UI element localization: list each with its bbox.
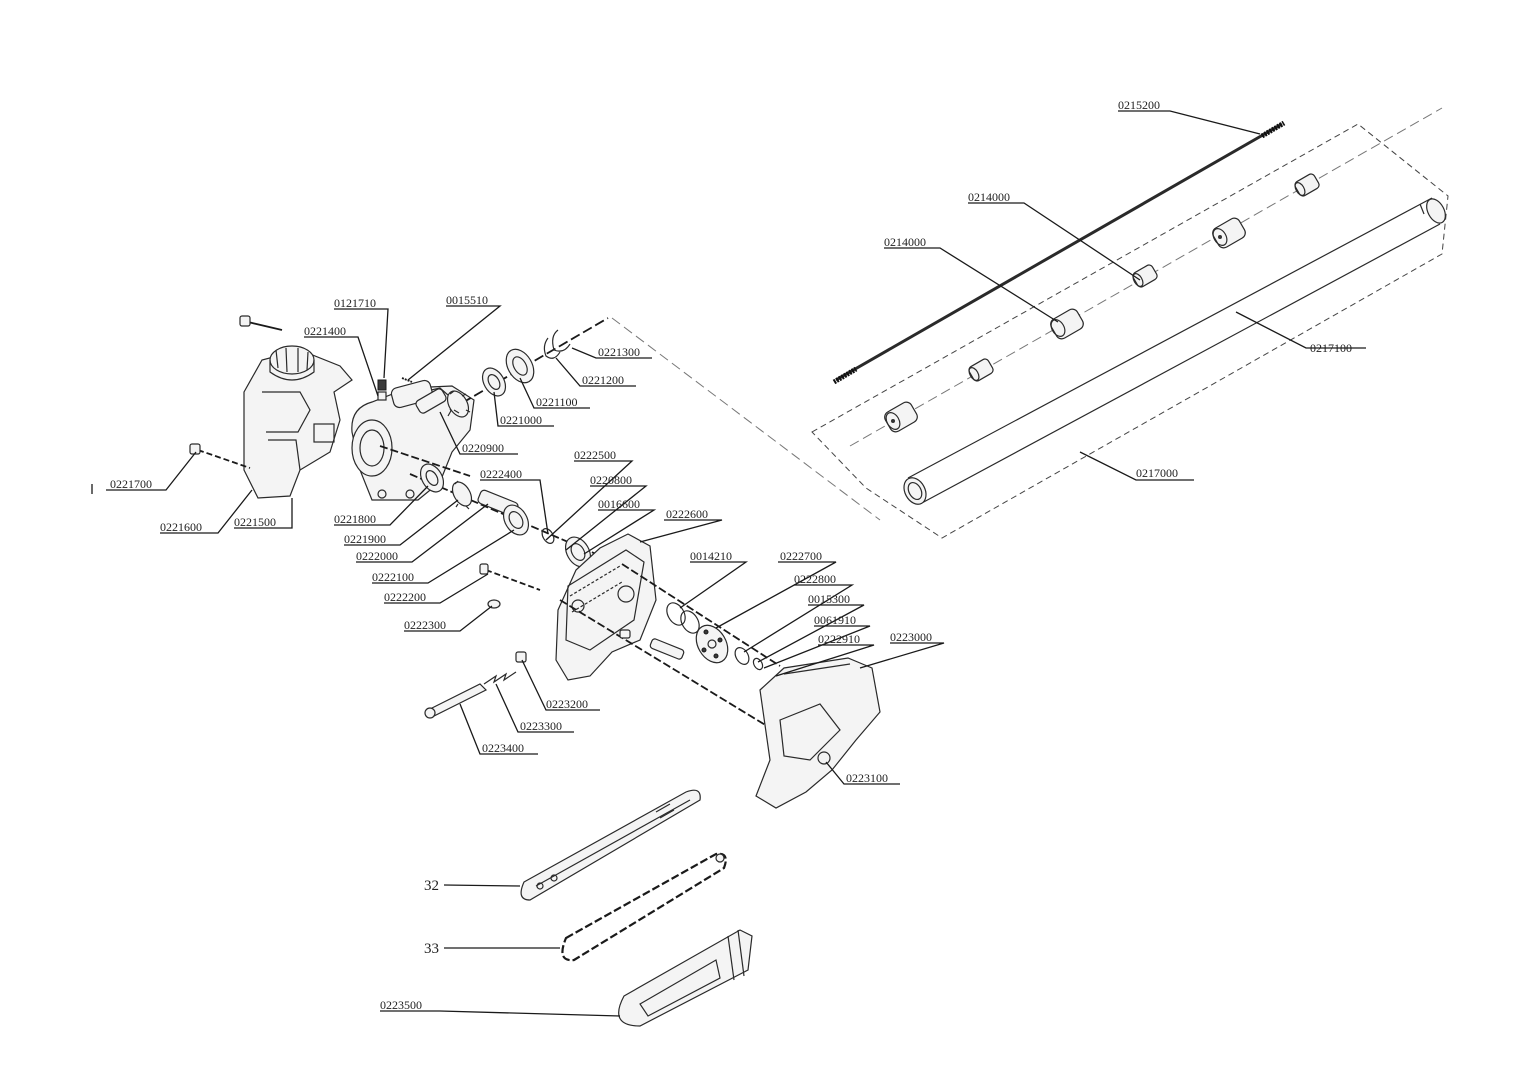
label-0222100: 0222100 (372, 570, 414, 584)
bar-scabbard (618, 929, 753, 1027)
pinion-gear (415, 388, 471, 418)
label-0221600: 0221600 (160, 520, 202, 534)
label-0222300: 0222300 (404, 618, 446, 632)
label-0217100: 0217100 (1310, 341, 1352, 355)
guide-bar (520, 789, 701, 901)
label-0222600: 0222600 (666, 507, 708, 521)
label-0222200: 0222200 (384, 590, 426, 604)
label-0220900: 0220900 (462, 441, 504, 455)
label-0220800: 0220800 (590, 473, 632, 487)
upper-drive-axis (415, 317, 609, 418)
clamp-bracket (189, 315, 353, 499)
label-0215200: 0215200 (1118, 98, 1160, 112)
label-0222400: 0222400 (480, 467, 522, 481)
label-0214000-lower: 0214000 (884, 235, 926, 249)
label-0223400: 0223400 (482, 741, 524, 755)
bushing-6 (1294, 173, 1320, 197)
label-0222700: 0222700 (780, 549, 822, 563)
label-0221200: 0221200 (582, 373, 624, 387)
label-0015510: 0015510 (446, 293, 488, 307)
chain-cover (755, 657, 881, 809)
bushing-5 (1212, 217, 1246, 249)
label-0222500: 0222500 (574, 448, 616, 462)
label-32: 32 (424, 878, 439, 894)
circlip (543, 329, 571, 359)
bushing-3 (1050, 308, 1084, 340)
label-0221000: 0221000 (500, 413, 542, 427)
label-0221900: 0221900 (344, 532, 386, 546)
bearing-b (505, 348, 535, 384)
tension-parts (424, 651, 527, 719)
lower-drive-axis (409, 463, 611, 609)
connection-dashed-line (611, 317, 881, 521)
label-0222910: 0222910 (818, 632, 860, 646)
bushing-2 (968, 358, 994, 382)
label-0121710: 0121710 (334, 296, 376, 310)
bushing-centerline (849, 107, 1443, 447)
small-screw-0121710 (377, 379, 387, 401)
label-0016600: 0016600 (598, 497, 640, 511)
gearbox-housing (351, 379, 475, 501)
shaft-tube-assembly (811, 107, 1449, 539)
label-0221300: 0221300 (598, 345, 640, 359)
bearing-a (481, 367, 507, 397)
drive-shaft (832, 120, 1286, 385)
label-0221800: 0221800 (334, 512, 376, 526)
label-0221100: 0221100 (536, 395, 578, 409)
label-0214000-upper: 0214000 (968, 190, 1010, 204)
label-33: 33 (424, 941, 439, 957)
label-0223100: 0223100 (846, 771, 888, 785)
label-0223300: 0223300 (520, 719, 562, 733)
saw-chain (561, 852, 727, 962)
label-0014210: 0014210 (690, 549, 732, 563)
side-plate (555, 533, 791, 741)
label-0061910: 0061910 (814, 613, 856, 627)
bushing-4 (1132, 264, 1158, 288)
label-0222800: 0222800 (794, 572, 836, 586)
label-0222000: 0222000 (356, 549, 398, 563)
small-screw-0015510 (401, 377, 413, 383)
bushing-1 (884, 401, 918, 433)
label-0217000: 0217000 (1136, 466, 1178, 480)
label-0223000: 0223000 (890, 630, 932, 644)
part-labels: 0215200 0214000 0214000 0217100 0217000 … (110, 98, 1352, 1012)
outer-tube (903, 197, 1446, 505)
label-0223200: 0223200 (546, 697, 588, 711)
leader-lines (91, 110, 1366, 1017)
label-0223500: 0223500 (380, 998, 422, 1012)
label-0221500: 0221500 (234, 515, 276, 529)
assembly-outline-dashed (811, 123, 1449, 539)
label-0221700: 0221700 (110, 477, 152, 491)
label-0015300: 0015300 (808, 592, 850, 606)
sprocket-stack (619, 602, 764, 671)
label-0221400: 0221400 (304, 324, 346, 338)
